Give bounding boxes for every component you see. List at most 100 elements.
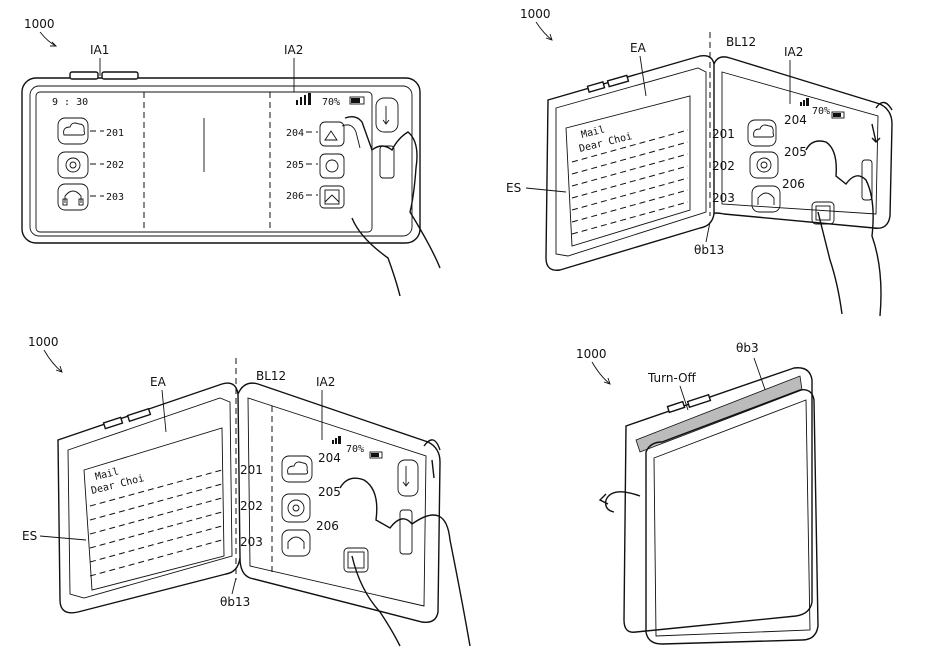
fig2-label-ea: EA xyxy=(630,41,647,55)
battery-icon xyxy=(831,111,845,119)
fig4-front-panel xyxy=(645,389,819,645)
fig3-mail-screen xyxy=(83,427,225,591)
fig2-label-es: ES xyxy=(506,181,521,195)
fig3-side-scroll xyxy=(397,459,419,497)
fig4-flip-arrow xyxy=(598,491,641,513)
fig1-device-body xyxy=(21,77,421,244)
fig3-icon-202 xyxy=(281,493,311,523)
fig1-battery-text: 70% xyxy=(322,97,340,108)
headphones-icon xyxy=(287,536,305,549)
fig1-ref-1000: 1000 xyxy=(24,17,55,31)
figure-2-folded-device: 1000 EA BL12 IA2 Mail Dear Choi ES xyxy=(506,7,893,317)
fig1-icon-203 xyxy=(57,183,89,211)
camera-icon xyxy=(756,157,772,173)
fig3-ref-206: 206 xyxy=(316,519,339,533)
fig1-side-key xyxy=(379,145,395,179)
fig1-ref-205: 205 xyxy=(286,160,304,171)
camera-icon xyxy=(65,157,81,173)
battery-icon xyxy=(349,96,365,105)
fig1-ref-203: 203 xyxy=(106,192,124,203)
figure-1-unfolded-device: 1000 IA1 IA2 9 : 30 70% xyxy=(21,17,441,297)
fig1-icon-201 xyxy=(57,117,89,145)
signal-icon xyxy=(800,98,809,106)
cloud-icon xyxy=(63,122,86,136)
headphones-icon xyxy=(64,190,82,203)
fig3-angle: θb13 xyxy=(220,595,250,609)
fig1-ref-202: 202 xyxy=(106,160,124,171)
fig4-label-turnoff: Turn-Off xyxy=(647,371,697,385)
fig2-label-ia2: IA2 xyxy=(784,45,803,59)
fig1-label-ia1: IA1 xyxy=(90,43,109,57)
fig2-ref-204: 204 xyxy=(784,113,807,127)
fig3-battery-text: 70% xyxy=(346,444,364,455)
fig2-ref-1000: 1000 xyxy=(520,7,551,21)
fig3-side-key xyxy=(399,509,413,555)
fig1-side-scroll xyxy=(375,97,399,133)
fig1-icon-205 xyxy=(319,153,345,179)
headphones-icon xyxy=(757,192,775,205)
cloud-icon xyxy=(287,461,309,475)
fig1-power-button xyxy=(101,71,139,80)
fig3-ref-204: 204 xyxy=(318,451,341,465)
fig2-right-panel xyxy=(713,56,893,229)
image-icon xyxy=(324,130,338,141)
fig2-label-bl12: BL12 xyxy=(726,35,756,49)
fig2-ref-205: 205 xyxy=(784,145,807,159)
fig1-ref-206: 206 xyxy=(286,191,304,202)
fig2-ref-202: 202 xyxy=(712,159,735,173)
fig1-display xyxy=(35,91,373,233)
fig1-ref-201: 201 xyxy=(106,128,124,139)
fig4-back-panel xyxy=(623,367,813,633)
fig1-volume-button xyxy=(69,71,99,80)
figure-4-closed-device: 1000 θb3 Turn-Off xyxy=(576,341,819,645)
camera-icon xyxy=(325,159,339,173)
fig3-ref-205: 205 xyxy=(318,485,341,499)
fig1-time: 9 : 30 xyxy=(52,97,88,108)
fig2-angle: θb13 xyxy=(694,243,724,257)
fig3-label-bl12: BL12 xyxy=(256,369,286,383)
fig3-hand xyxy=(339,477,471,647)
fig1-label-ia2: IA2 xyxy=(284,43,303,57)
fig3-ref-201: 201 xyxy=(240,463,263,477)
fig4-ref-1000: 1000 xyxy=(576,347,607,361)
fig2-side-key xyxy=(861,159,873,201)
fig1-icon-204 xyxy=(319,121,345,147)
picture-icon xyxy=(324,189,340,205)
fig3-label-ia2: IA2 xyxy=(316,375,335,389)
fig2-mail-screen xyxy=(565,95,691,247)
battery-icon xyxy=(369,451,383,459)
fig3-ref-203: 203 xyxy=(240,535,263,549)
fig2-icon-206 xyxy=(811,201,835,225)
camera-icon xyxy=(287,499,305,517)
fig3-right-panel xyxy=(237,382,441,623)
fig4-angle: θb3 xyxy=(736,341,759,355)
fig3-rotate-arrow xyxy=(423,439,441,479)
fig1-ref-204: 204 xyxy=(286,128,304,139)
fig3-icon-201 xyxy=(281,455,313,483)
fig2-rotate-arrow xyxy=(871,101,893,143)
fig2-icon-202 xyxy=(749,151,779,179)
fig3-label-ea: EA xyxy=(150,375,167,389)
fig2-mail-lines xyxy=(571,129,689,235)
fig2-icon-201 xyxy=(747,119,777,147)
fig1-hand xyxy=(344,115,441,297)
fig1-icon-202 xyxy=(57,151,89,179)
fig1-icon-206 xyxy=(319,185,345,209)
picture-icon xyxy=(815,205,831,221)
fig3-left-panel xyxy=(57,382,241,614)
figure-3-folded-device: 1000 EA BL12 IA2 Mail Dear Choi ES xyxy=(22,335,471,647)
fig2-battery-text: 70% xyxy=(812,106,830,117)
fig2-icon-203 xyxy=(751,185,781,213)
signal-icon xyxy=(296,93,311,105)
cloud-icon xyxy=(753,124,775,138)
fig3-label-es: ES xyxy=(22,529,37,543)
fig2-ref-201: 201 xyxy=(712,127,735,141)
fig2-ref-203: 203 xyxy=(712,191,735,205)
fig3-ref-202: 202 xyxy=(240,499,263,513)
fig2-ref-206: 206 xyxy=(782,177,805,191)
fig2-hand xyxy=(805,140,882,317)
fig3-ref-1000: 1000 xyxy=(28,335,59,349)
fig3-mail-lines xyxy=(89,469,223,577)
picture-icon xyxy=(347,551,365,569)
